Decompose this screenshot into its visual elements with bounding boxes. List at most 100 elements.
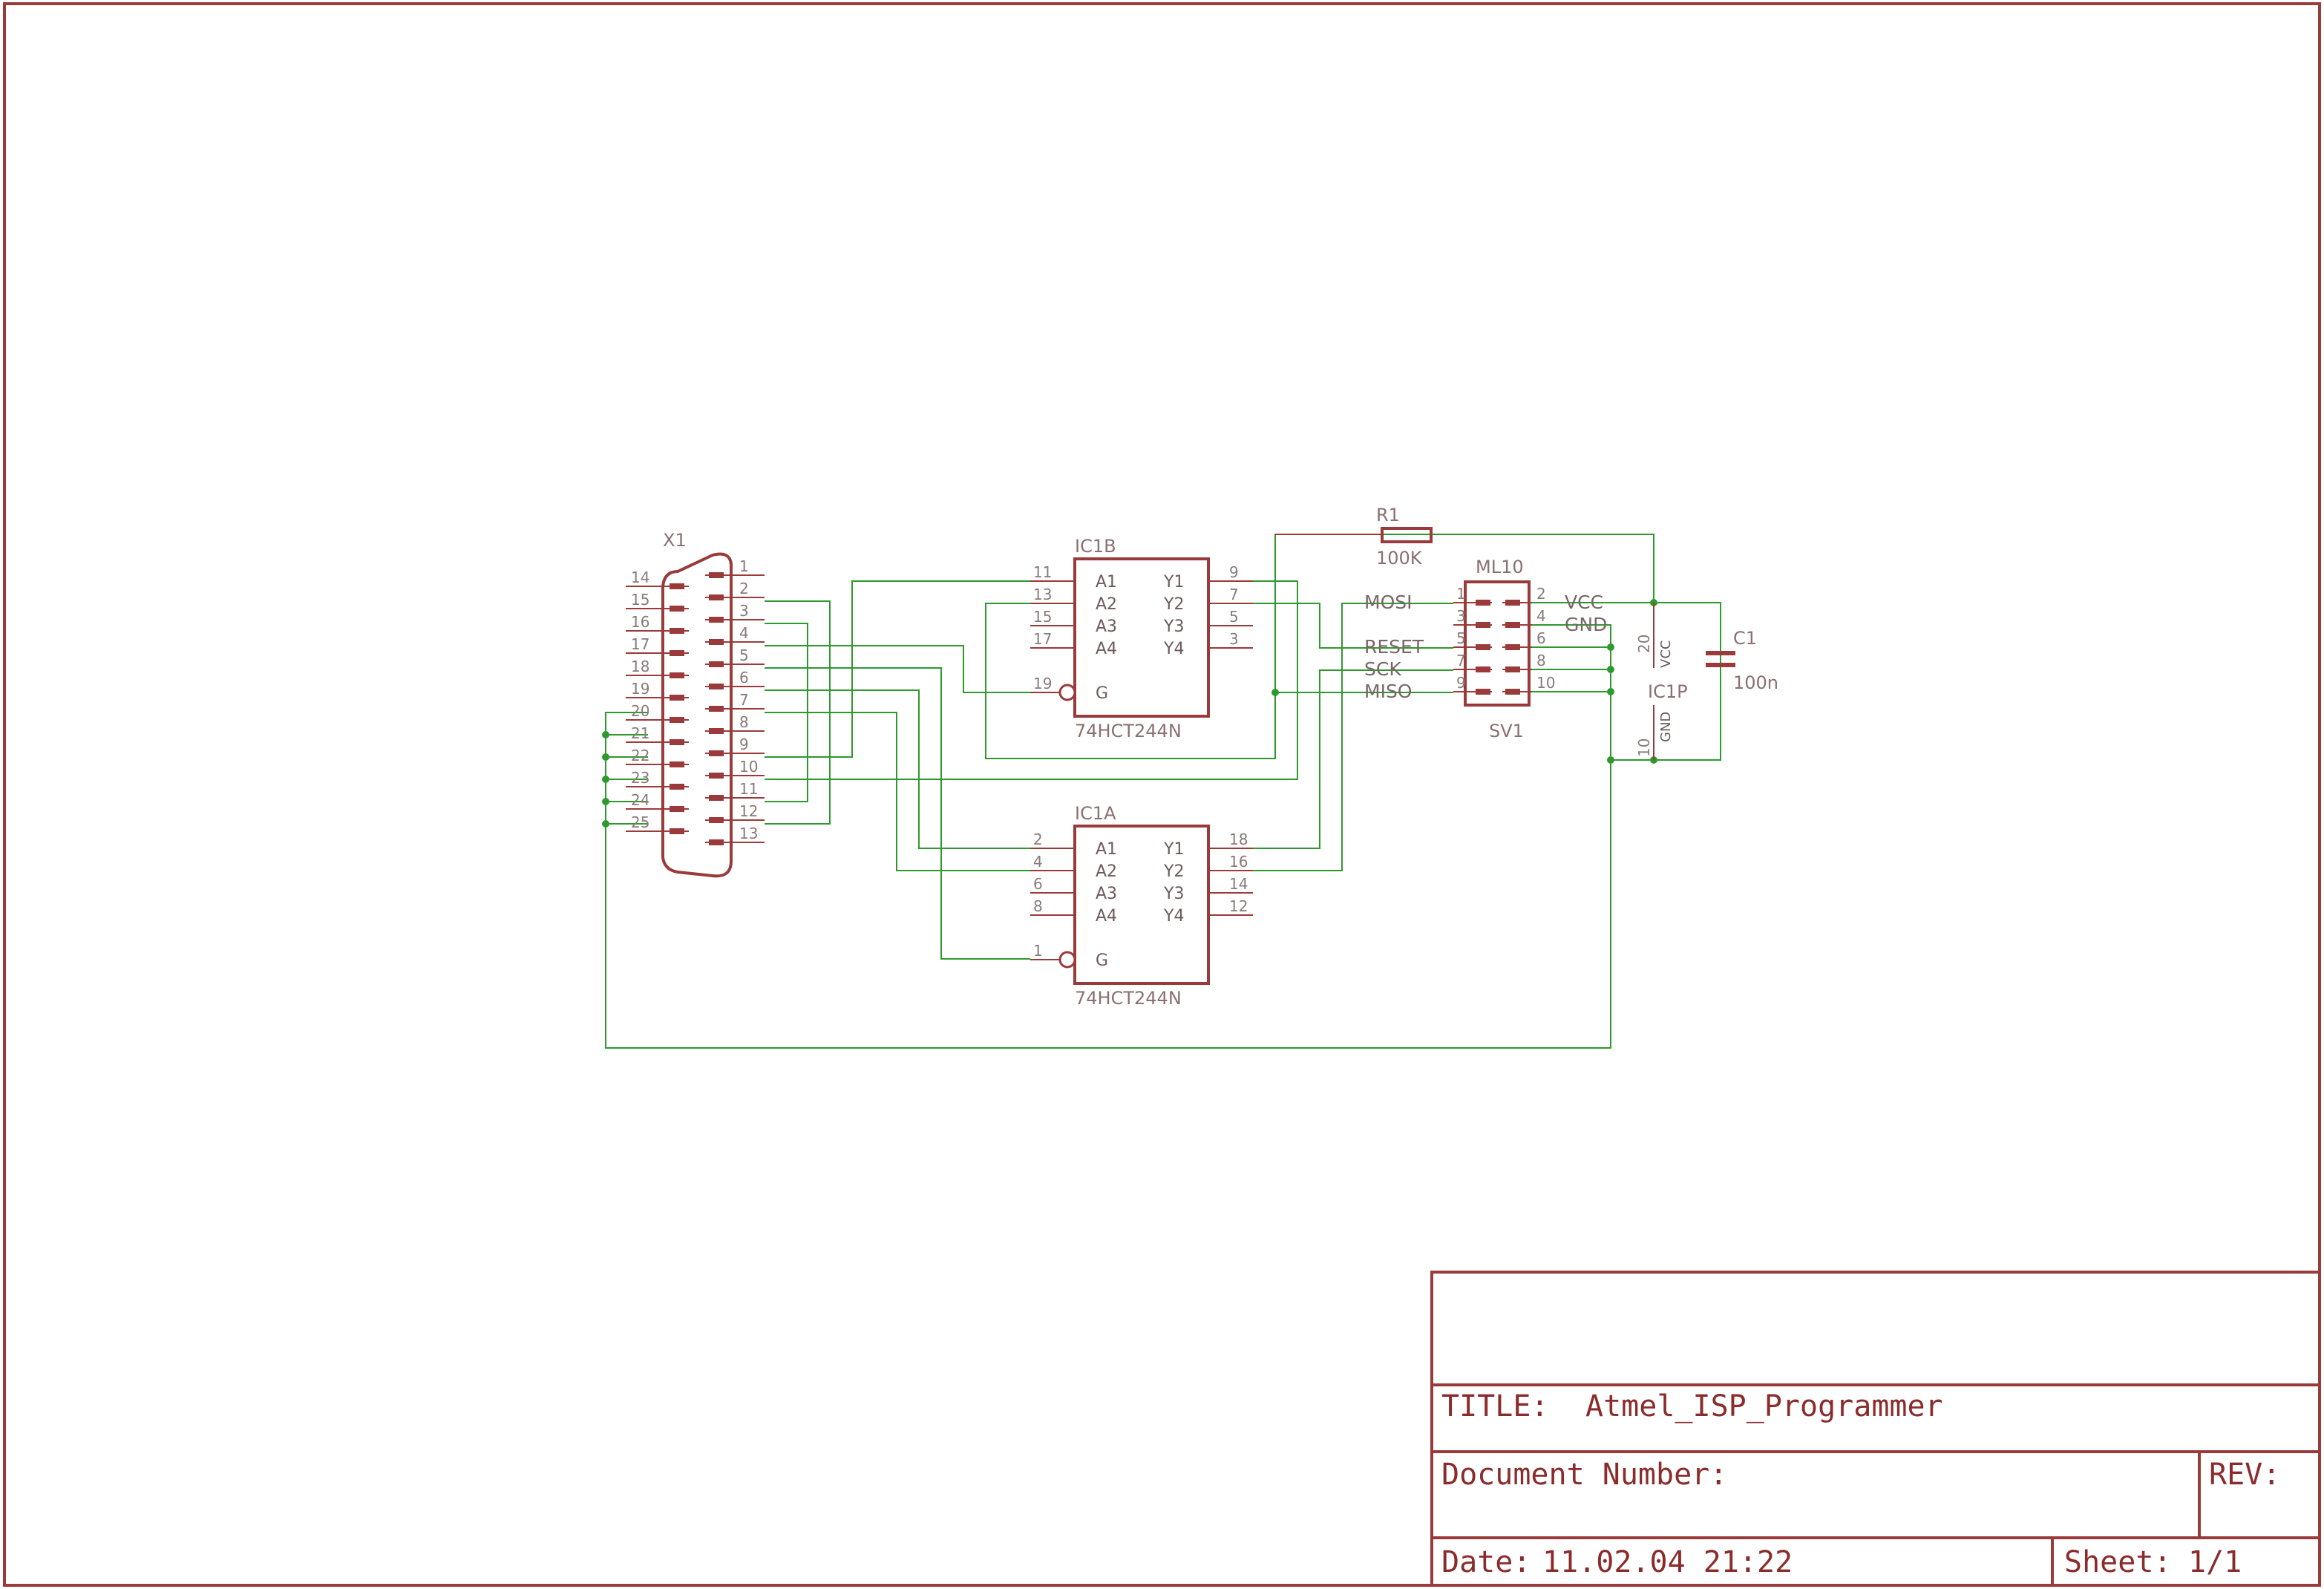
x1-pin-num-23: 23 [631, 769, 649, 787]
x1-pin-num-18: 18 [631, 658, 649, 675]
x1-pin-num-9: 9 [739, 735, 749, 753]
x1-pin-contact-14 [670, 583, 684, 589]
x1-pin-num-22: 22 [631, 747, 649, 764]
ic1b-pins-pin-name-A3: A3 [1096, 617, 1117, 636]
net-ic1a-y2 [1238, 603, 1453, 871]
sv1-pin-contact-5 [1476, 644, 1490, 650]
x1-pin-contact-24 [670, 806, 684, 812]
ic1b-value: 74HCT244N [1075, 721, 1182, 741]
ic1b-pins-pin-name-Y4: Y4 [1163, 640, 1184, 658]
ic1b-pins-pin-num-5: 5 [1229, 608, 1239, 626]
sv1-pin-contact-10 [1505, 689, 1520, 695]
ic1b-pins-pin-num-15: 15 [1033, 608, 1052, 626]
x1-pin-num-1: 1 [739, 557, 749, 575]
sv1-pin-num-8: 8 [1536, 652, 1546, 669]
x1-pin-contact-12 [709, 817, 724, 823]
x1-pin-contact-25 [670, 828, 684, 834]
x1-pin-contact-8 [709, 728, 724, 734]
sv1-signal-sck: SCK [1364, 658, 1401, 680]
sv1-pin-num-1: 1 [1456, 585, 1466, 603]
ic1p-name: IC1P [1648, 681, 1688, 702]
ic1a-pins-pin-name-G: G [1096, 951, 1108, 970]
sv1-pin-num-2: 2 [1536, 585, 1546, 603]
x1-pin-num-12: 12 [739, 802, 758, 820]
x1-pin-contact-4 [709, 639, 724, 645]
sv1-value: ML10 [1476, 557, 1524, 577]
sv1-pin-num-10: 10 [1536, 674, 1555, 692]
x1-pin-contact-1 [709, 572, 724, 578]
x1-pin-num-16: 16 [631, 613, 649, 631]
sv1-signal-miso: MISO [1364, 681, 1413, 702]
sv1-pin-contact-3 [1476, 622, 1490, 628]
x1-pin-num-2: 2 [739, 580, 749, 597]
wire-nets [605, 534, 1721, 1049]
sv1-pin-contact-8 [1505, 666, 1520, 672]
ic1a-pins-pin-name-A1: A1 [1096, 840, 1117, 859]
ic-ic1a: IC1A 74HCT244N 2A14A26A38A418Y116Y214Y31… [1030, 803, 1253, 1009]
x1-pin-contact-21 [670, 739, 684, 745]
ic1a-pins-pin-num-4: 4 [1033, 853, 1043, 871]
ic1a-pins-pin-num-6: 6 [1033, 875, 1043, 893]
ic1b-pins-pin-name-A2: A2 [1096, 595, 1117, 614]
title-block: TITLE: Atmel_ISP_Programmer Document Num… [1430, 1271, 2321, 1587]
x1-pin-num-7: 7 [739, 691, 749, 709]
drawing-frame [3, 2, 2321, 1587]
r1-value: 100K [1376, 548, 1423, 569]
ic1b-pins-pin-name-A1: A1 [1096, 573, 1117, 592]
x1-pin-num-15: 15 [631, 591, 649, 609]
ic1a-pins-pin-num-16: 16 [1229, 853, 1248, 871]
x1-pin-contact-10 [709, 773, 724, 779]
date-label: Date: [1441, 1545, 1531, 1579]
x1-pin-num-10: 10 [739, 758, 758, 776]
sv1-signal-mosi: MOSI [1364, 592, 1413, 613]
sv1-signal-gnd: GND [1565, 614, 1607, 635]
ic1a-pins-pin-name-A3: A3 [1096, 885, 1117, 903]
ic1b-pins-pin-num-9: 9 [1229, 563, 1239, 581]
ic1a-pins-pin-name-Y2: Y2 [1163, 862, 1184, 881]
x1-pin-num-4: 4 [739, 624, 749, 642]
ic1a-pins-pin-name-Y4: Y4 [1163, 907, 1184, 925]
x1-pin-contact-9 [709, 750, 724, 756]
x1-pin-num-20: 20 [631, 702, 649, 720]
x1-pin-contact-19 [670, 695, 684, 701]
x1-pin-contact-22 [670, 761, 684, 767]
ic1p-pin-10: 10 [1635, 738, 1653, 757]
ic1b-name: IC1B [1075, 536, 1116, 557]
net-ic1a-y1 [1238, 669, 1453, 849]
sv1-signal-vcc: VCC [1565, 592, 1603, 613]
ic1a-pins-pin-num-18: 18 [1229, 830, 1248, 848]
ic1b-pins-pin-num-7: 7 [1229, 586, 1239, 603]
sv1-pin-num-9: 9 [1456, 674, 1466, 692]
x1-pin-num-5: 5 [739, 646, 749, 664]
sv1-pin-contact-4 [1505, 622, 1520, 628]
x1-pin-num-24: 24 [631, 791, 649, 809]
net-x1-4 [765, 645, 1030, 693]
junction-dots [602, 599, 1657, 828]
x1-pin-contact-18 [670, 672, 684, 678]
revision-label: REV: [2209, 1458, 2280, 1492]
ic1a-pins-pin-name-A4: A4 [1096, 907, 1117, 925]
ic1a-value: 74HCT244N [1075, 988, 1182, 1009]
sv1-pin-num-6: 6 [1536, 629, 1546, 647]
sv1-signal-reset: RESET [1364, 636, 1424, 658]
resistor-r1: R1 100K [1275, 505, 1433, 569]
x1-pin-contact-15 [670, 606, 684, 612]
ic1b-pins-pin-name-A4: A4 [1096, 640, 1117, 658]
x1-pin-contact-11 [709, 795, 724, 801]
ic1a-pins-inverting-bubble [1058, 951, 1076, 969]
sv1-pin-contact-6 [1505, 644, 1520, 650]
x1-pin-num-21: 21 [631, 724, 649, 742]
ic1b-pins-pin-num-3: 3 [1229, 630, 1239, 648]
title-value: Atmel_ISP_Programmer [1585, 1389, 1943, 1423]
sv1-pin-contact-9 [1476, 689, 1490, 695]
net-r1-vcc [1431, 534, 1654, 603]
ic1b-pins-pin-name-Y1: Y1 [1163, 573, 1184, 592]
sv1-pin-num-7: 7 [1456, 652, 1466, 669]
net-vcc [1532, 602, 1721, 761]
